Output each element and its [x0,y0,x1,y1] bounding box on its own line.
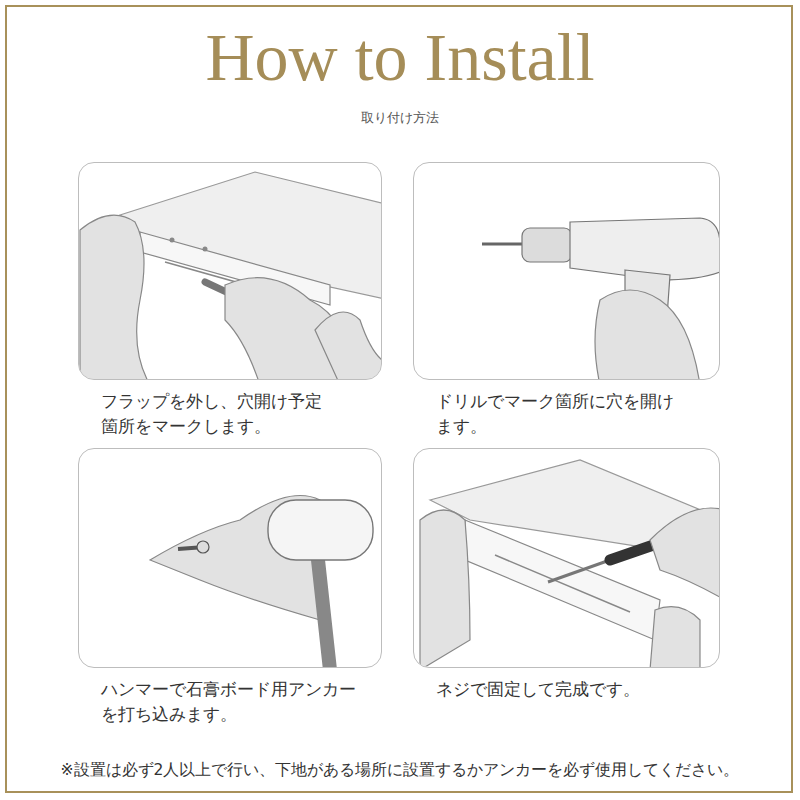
step-caption: ハンマーで石膏ボード用アンカー を打ち込みます。 [101,677,393,726]
drill-body [570,218,719,280]
step-panel: ハンマーで石膏ボード用アンカー を打ち込みます。 [78,448,382,668]
step-caption: フラップを外し、穴開け予定 箇所をマークします。 [101,389,393,438]
marking-illustration [80,172,381,379]
screwdriver-shaft [548,560,610,582]
drill-bit [482,243,525,246]
hand [80,215,150,379]
screw-hole [170,238,175,243]
drill-illustration [482,218,719,379]
hand [420,510,470,667]
step-caption: ネジで固定して完成です。 [436,677,728,702]
step-caption: ドリルでマーク箇所に穴を開け ます。 [436,389,728,438]
step-panel: フラップを外し、穴開け予定 箇所をマークします。 [78,162,382,380]
hammer-handle [318,560,330,667]
hand [650,607,700,667]
page-title: How to Install [0,20,800,95]
screw-hole [203,247,208,252]
hand [650,508,719,600]
subtitle: 取り付け方法 [0,109,800,127]
step-panel: ドリルでマーク箇所に穴を開け ます。 [413,162,720,380]
screwdriver-illustration [420,460,719,667]
anchor-head [197,541,209,553]
footnote: ※設置は必ず2人以上で行い、下地がある場所に設置するかアンカーを必ず使用してくだ… [0,760,800,781]
drill-chuck [522,228,572,262]
step-panel: ネジで固定して完成です。 [413,448,720,668]
bracket [465,520,660,640]
hand [315,312,381,379]
hand [595,290,700,379]
hammer-head [268,500,373,560]
hammer-illustration [150,496,373,668]
